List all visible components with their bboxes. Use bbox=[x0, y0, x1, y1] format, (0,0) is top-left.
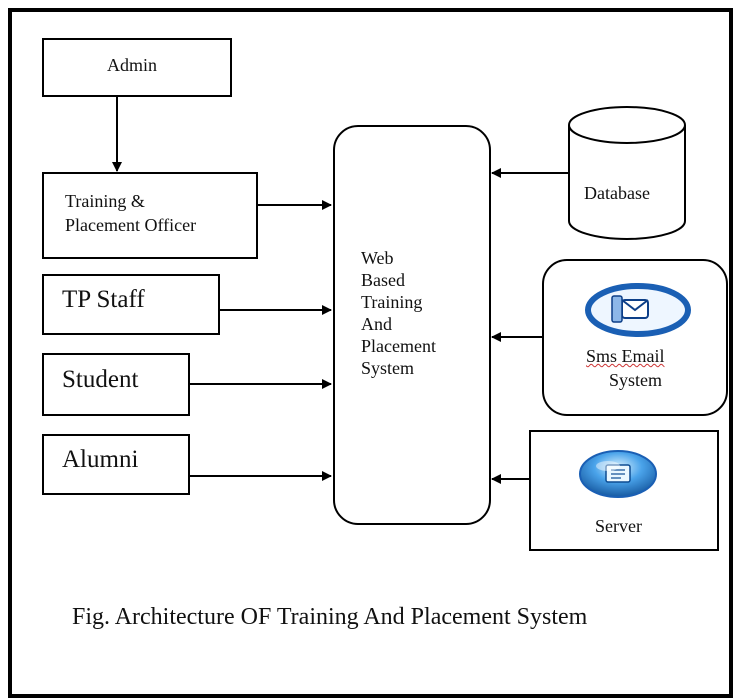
center-line-web: Web bbox=[361, 248, 394, 268]
tpo-label-line-2: Placement Officer bbox=[65, 215, 197, 235]
server-icon bbox=[579, 450, 657, 498]
server-label: Server bbox=[595, 516, 642, 536]
student-box bbox=[42, 353, 190, 416]
database-cylinder bbox=[568, 106, 686, 240]
database-label: Database bbox=[584, 183, 650, 203]
center-line-and: And bbox=[361, 314, 392, 334]
sms-label-line-2: System bbox=[609, 370, 663, 390]
center-system-label: Web Based Training And Placement System bbox=[361, 247, 481, 379]
center-line-based: Based bbox=[361, 270, 405, 290]
center-line-system: System bbox=[361, 358, 415, 378]
admin-label: Admin bbox=[107, 55, 158, 75]
tp-staff-box bbox=[42, 274, 220, 335]
tpo-label-line-1: Training & bbox=[65, 191, 145, 211]
tp-staff-label: TP Staff bbox=[62, 286, 145, 313]
web-based-training-and-placement-system-box bbox=[333, 125, 491, 525]
admin-box bbox=[42, 38, 232, 97]
sms-email-icon bbox=[585, 283, 691, 337]
training-placement-officer-box bbox=[42, 172, 258, 259]
alumni-label: Alumni bbox=[62, 446, 139, 473]
sms-label-line-1: Sms Email bbox=[586, 346, 665, 366]
student-label: Student bbox=[62, 366, 139, 393]
center-line-placement: Placement bbox=[361, 336, 436, 356]
alumni-box bbox=[42, 434, 190, 495]
center-line-training: Training bbox=[361, 292, 423, 312]
figure-caption: Fig. Architecture OF Training And Placem… bbox=[72, 604, 588, 630]
